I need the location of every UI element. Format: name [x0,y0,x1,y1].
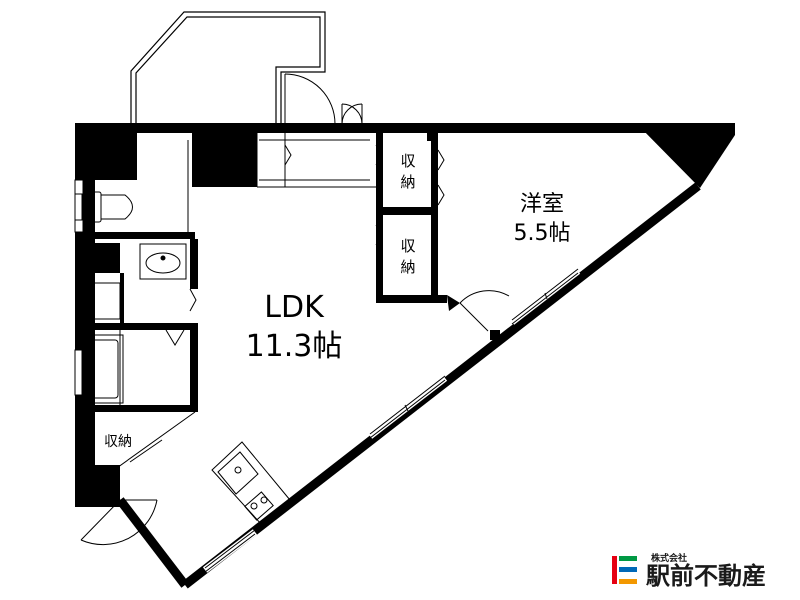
company-logo: 株式会社 駅前不動産 [612,552,766,590]
storage-bottom-label: 収納 [104,434,132,450]
windows [202,268,581,573]
balcony [130,11,326,124]
toilet [74,179,133,233]
ldk-label: LDK [264,290,325,325]
western-room-size: 5.5帖 [514,221,571,246]
entrance-door [284,73,363,125]
interior-walls [75,133,500,412]
logo-company-type: 株式会社 [651,552,687,564]
window-western [509,268,581,325]
window-ldk [367,375,448,439]
western-room-door [459,290,510,332]
kitchen-counter [211,441,291,526]
storage-top-label-1: 収 [400,152,415,170]
storage-top-label-2: 納 [400,173,415,191]
side-door [80,499,158,546]
folding-doors [165,144,445,346]
window-kitchen [202,529,258,573]
logo-mark-icon [612,556,637,584]
closet-door [99,411,196,481]
bathtub [74,334,124,404]
washer-space [79,282,121,320]
washbasin [139,243,187,280]
storage-mid-label-1: 収 [400,237,415,255]
structural-walls [75,123,735,507]
logo-company-name: 駅前不動産 [646,562,766,590]
storage-mid-label-2: 納 [400,258,415,276]
diagonal-exterior-wall [116,182,701,589]
western-room-label: 洋室 [520,192,564,217]
ldk-size: 11.3帖 [246,329,343,364]
thin-partitions [119,133,376,405]
